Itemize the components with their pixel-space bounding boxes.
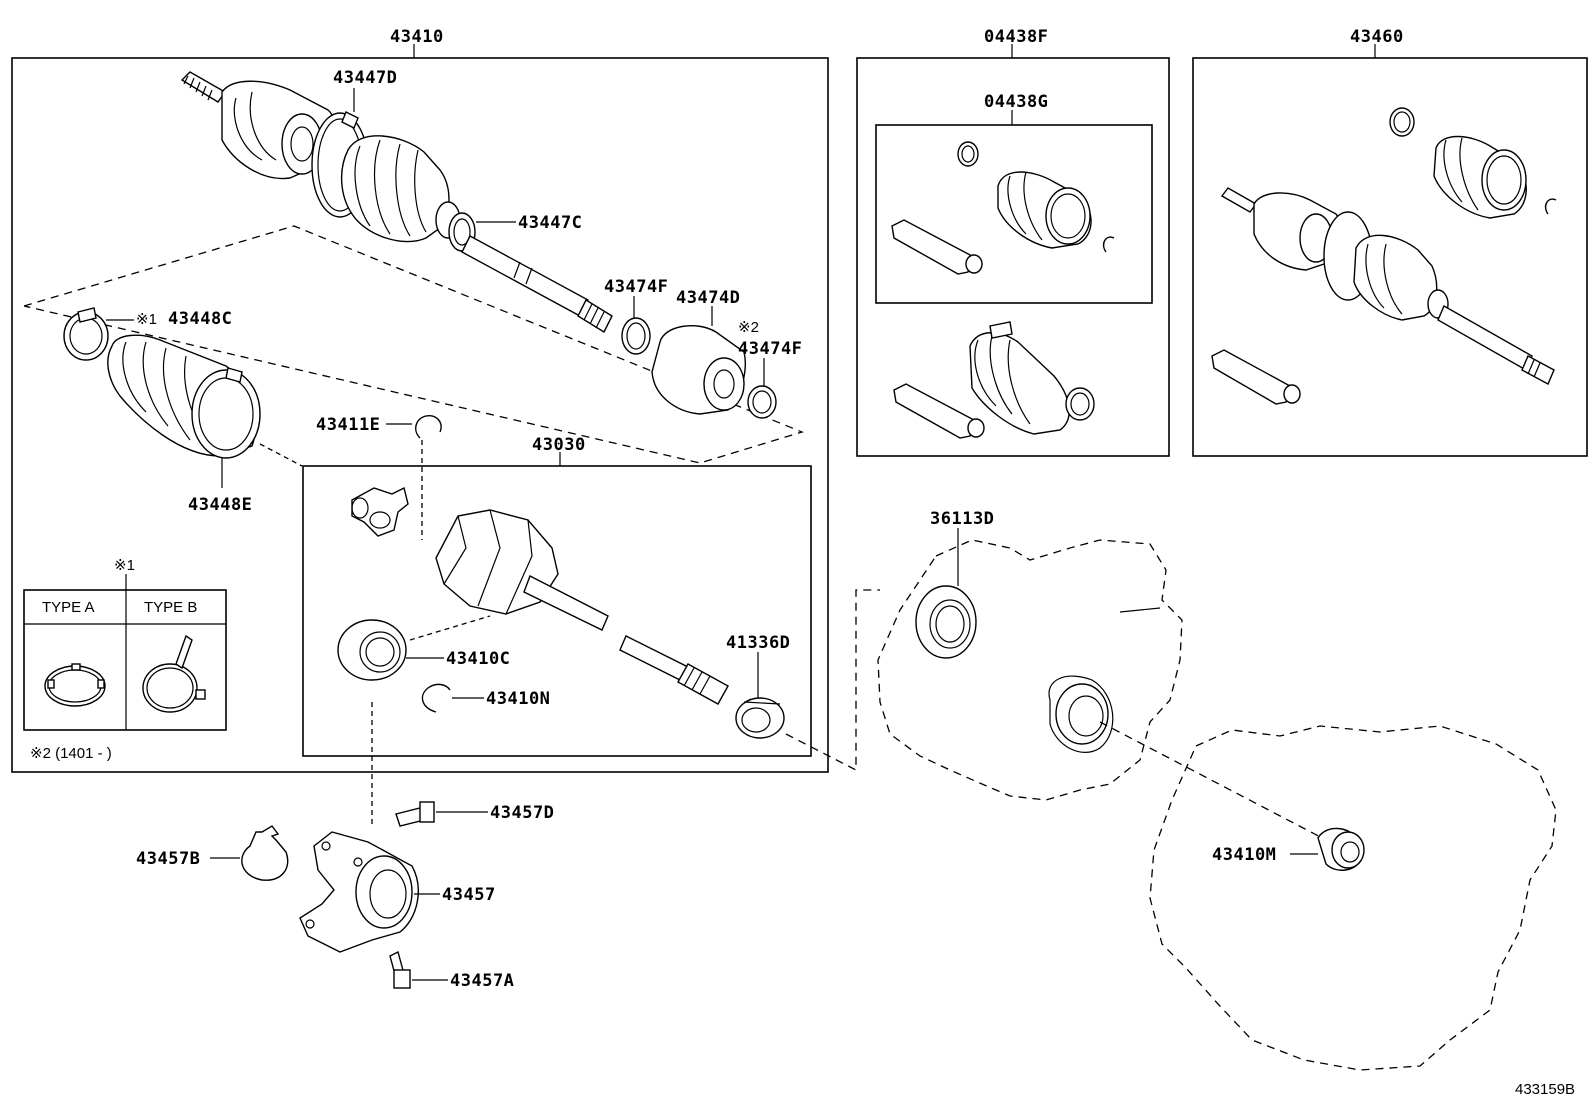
clamp-type-a-icon — [44, 663, 106, 707]
note-2: ※2 (1401 - ) — [30, 745, 112, 762]
label-43411E[interactable]: 43411E — [316, 415, 380, 435]
label-43410[interactable]: 43410 — [390, 27, 444, 47]
main-assembly-frame — [11, 57, 829, 773]
boot-kit-g-parts — [891, 141, 1115, 275]
label-43447D[interactable]: 43447D — [333, 68, 397, 88]
snap-ring-43410N — [421, 683, 451, 713]
label-43457A[interactable]: 43457A — [450, 971, 514, 991]
inboard-housing — [435, 509, 729, 705]
type-note-box — [23, 589, 227, 731]
boot-group-outline — [23, 225, 804, 464]
mark-1-title: ※1 — [114, 557, 135, 574]
inboard-boot — [63, 307, 261, 459]
mark-1-a: ※1 — [136, 311, 157, 328]
reference-number: 433159B — [1515, 1081, 1575, 1098]
transmission-case-outline — [1149, 725, 1557, 1071]
clip-43457B — [241, 825, 289, 881]
mark-2-a: ※2 — [738, 319, 759, 336]
label-43410M[interactable]: 43410M — [1212, 845, 1276, 865]
label-43448E[interactable]: 43448E — [188, 495, 252, 515]
label-43448C[interactable]: 43448C — [168, 309, 232, 329]
snap-ring-43411E — [415, 415, 442, 439]
label-43030[interactable]: 43030 — [532, 435, 586, 455]
seal-leader-dashed — [785, 589, 880, 772]
label-43457B[interactable]: 43457B — [136, 849, 200, 869]
label-43457[interactable]: 43457 — [442, 885, 496, 905]
case-bore — [1048, 675, 1114, 753]
bearing-43410M — [1317, 827, 1365, 871]
assembly-43460-parts — [1211, 107, 1557, 405]
damper-parts — [621, 317, 777, 419]
tripod-joint — [351, 486, 409, 537]
label-43457D[interactable]: 43457D — [490, 803, 554, 823]
label-43474D[interactable]: 43474D — [676, 288, 740, 308]
bolt-43457A — [389, 950, 411, 989]
label-36113D[interactable]: 36113D — [930, 509, 994, 529]
assembly-43460-frame — [1192, 57, 1588, 457]
label-43460[interactable]: 43460 — [1350, 27, 1404, 47]
label-43410C[interactable]: 43410C — [446, 649, 510, 669]
label-43410N[interactable]: 43410N — [486, 689, 550, 709]
type-a-label: TYPE A — [42, 599, 95, 616]
label-43474F-b[interactable]: 43474F — [738, 339, 802, 359]
inboard-joint-frame — [302, 465, 812, 757]
label-43447C[interactable]: 43447C — [518, 213, 582, 233]
bearing-43410C — [337, 619, 407, 681]
transaxle-case-outline — [877, 539, 1183, 801]
boot-kit-f-frame — [856, 57, 1170, 457]
bearing-bracket-43457 — [299, 831, 419, 953]
boot-kit-f-parts — [893, 321, 1095, 439]
outboard-joint-shaft — [180, 71, 613, 333]
oil-seal-41336D — [735, 697, 785, 739]
label-04438F[interactable]: 04438F — [984, 27, 1048, 47]
bolt-43457D — [395, 801, 435, 827]
boot-kit-g-frame — [875, 124, 1153, 304]
label-43474F-a[interactable]: 43474F — [604, 277, 668, 297]
label-41336D[interactable]: 41336D — [726, 633, 790, 653]
oil-seal-36113D — [915, 585, 977, 659]
clamp-type-b-icon — [142, 634, 206, 713]
label-04438G[interactable]: 04438G — [984, 92, 1048, 112]
type-b-label: TYPE B — [144, 599, 197, 616]
